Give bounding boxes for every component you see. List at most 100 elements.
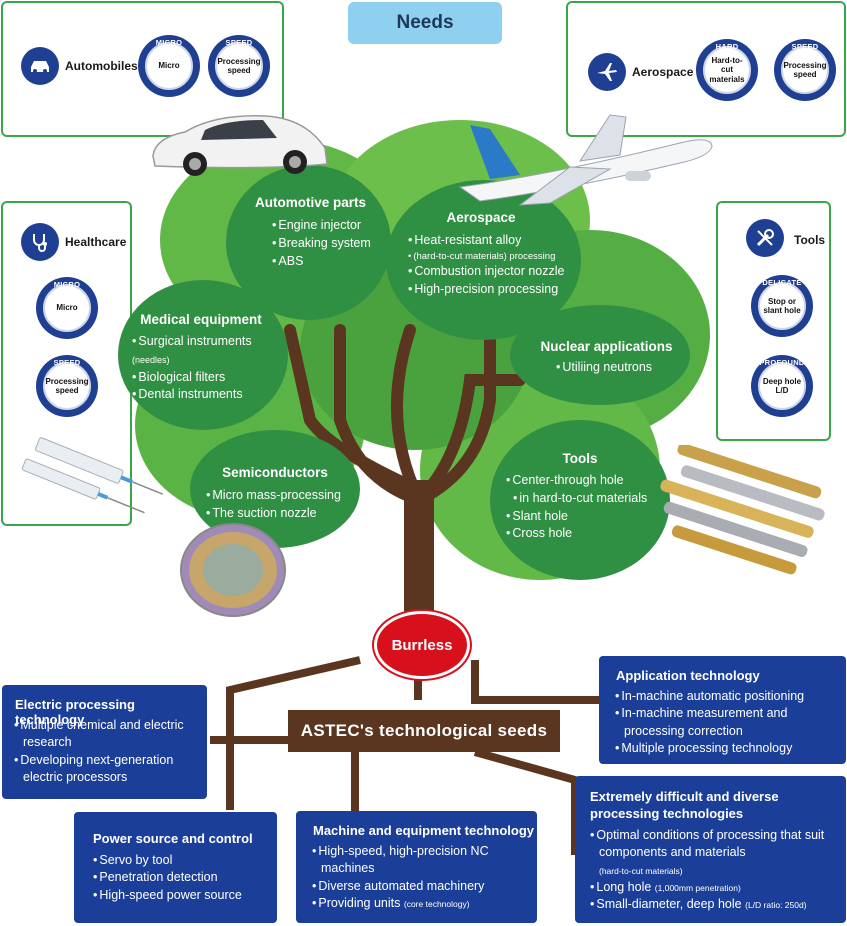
badge-tag: MICRO: [53, 280, 81, 289]
badge-text: Micro: [145, 42, 193, 90]
speed-badge: SPEED Processing speed: [36, 355, 98, 417]
box-item: Multiple chemical and electric research: [14, 717, 200, 752]
tools-frame: Tools DELICATE Stop or slant hole PROFOU…: [716, 201, 831, 441]
box-item: In-machine automatic positioning: [615, 688, 840, 705]
box-title-line2: processing technologies: [590, 806, 744, 821]
item-note: (L/D ratio: 250d): [745, 900, 807, 910]
badge-text: Processing speed: [781, 46, 829, 94]
badge-tag: DELICATE: [762, 278, 802, 287]
bubble-item: Center-through hole: [506, 472, 647, 490]
box-machine-equipment: Machine and equipment technology High-sp…: [296, 811, 537, 923]
badge-tag: HARD: [715, 42, 739, 51]
speed-badge: SPEED Processing speed: [774, 39, 836, 101]
profound-badge: PROFOUND Deep hole L/D: [751, 355, 813, 417]
badge-text: Hard-to-cut materials: [703, 46, 751, 94]
aerospace-frame: Aerospace HARD Hard-to-cut materials SPE…: [566, 1, 846, 137]
badge-text: Processing speed: [43, 362, 91, 410]
box-item: High-speed, high-precision NC machines: [312, 843, 528, 878]
badge-text: Processing speed: [215, 42, 263, 90]
bubble-item: Combustion injector nozzle: [408, 263, 564, 281]
bubble-item: Dental instruments: [132, 386, 288, 404]
hard-badge: HARD Hard-to-cut materials: [696, 39, 758, 101]
item-text: Providing units: [318, 895, 401, 910]
item-text: Surgical instruments: [138, 334, 252, 348]
box-title: Application technology: [616, 668, 760, 683]
box-item: Diverse automated machinery: [312, 878, 528, 895]
bubble-medical: Medical equipment Surgical instruments (…: [118, 280, 288, 430]
box-item: High-speed power source: [93, 887, 241, 904]
micro-badge: MICRO Micro: [36, 277, 98, 339]
badge-tag: SPEED: [791, 42, 819, 51]
badge-tag: MICRO: [155, 38, 183, 47]
box-electric-processing: Electric processing technology Multiple …: [2, 685, 207, 799]
tools-icon: [746, 219, 784, 257]
wafer-image: [180, 523, 286, 617]
badge-text: Stop or slant hole: [758, 282, 806, 330]
bubble-item: The suction nozzle: [206, 505, 341, 523]
bubble-title: Automotive parts: [254, 195, 366, 210]
box-title-line1: Extremely difficult and diverse: [590, 789, 779, 804]
box-item: Servo by tool: [93, 852, 242, 869]
bubble-title: Nuclear applications: [540, 339, 673, 354]
syringes-image: [21, 437, 164, 514]
bubble-tools: Tools Center-through hole in hard-to-cut…: [490, 420, 670, 580]
box-item: Long hole (1,000mm penetration): [590, 879, 842, 896]
box-title: Power source and control: [93, 831, 253, 846]
bubble-item: Engine injector: [272, 217, 371, 235]
box-application: Application technology In-machine automa…: [599, 656, 846, 764]
needs-label: Needs: [396, 12, 454, 33]
bubble-title: Medical equipment: [140, 312, 262, 327]
bubble-item: ABS: [272, 253, 371, 271]
item-note: (needles): [132, 354, 170, 365]
tools-label: Tools: [794, 233, 826, 247]
bubble-item: High-precision processing: [408, 281, 564, 299]
bubble-title: Aerospace: [446, 210, 516, 225]
badge-tag: PROFOUND: [759, 358, 805, 367]
bubble-title: Tools: [562, 451, 598, 466]
item-text: Optimal conditions of processing that su…: [596, 828, 825, 860]
automobiles-label: Automobiles: [65, 59, 138, 73]
burrless-badge: Burrless: [374, 611, 470, 679]
box-item: Multiple processing technology: [615, 740, 840, 757]
box-item: Developing next-generation electric proc…: [14, 752, 200, 787]
bubble-item: Slant hole: [506, 508, 647, 526]
speed-badge: SPEED Processing speed: [208, 35, 270, 97]
bubble-item: Breaking system: [272, 235, 370, 253]
bubble-item: Micro mass-processing: [206, 487, 341, 505]
healthcare-label: Healthcare: [65, 235, 127, 249]
bubble-title: Semiconductors: [222, 465, 328, 480]
bubble-item: Utiliing neutrons: [556, 359, 652, 377]
bubble-item: Surgical instruments (needles): [132, 333, 288, 369]
item-note: (hard-to-cut materials): [599, 865, 683, 876]
seeds-label: ASTEC's technological seeds: [300, 721, 548, 740]
bubble-item: (hard-to-cut materials) processing: [408, 250, 564, 263]
badge-text: Micro: [43, 284, 91, 332]
drill-bits-image: [660, 445, 825, 575]
delicate-badge: DELICATE Stop or slant hole: [751, 275, 813, 337]
box-title: Machine and equipment technology: [313, 823, 535, 838]
bubble-item: in hard-to-cut materials: [506, 490, 647, 508]
badge-tag: SPEED: [225, 38, 253, 47]
bubble-aerospace: Aerospace Heat-resistant alloy (hard-to-…: [386, 180, 581, 340]
box-item: Providing units (core technology): [312, 895, 528, 912]
item-note: (core technology): [403, 898, 470, 909]
bubble-nuclear: Nuclear applications Utiliing neutrons: [510, 305, 690, 405]
item-text: Long hole: [596, 879, 652, 894]
box-item: In-machine measurement and processing co…: [615, 705, 840, 740]
car-icon: [21, 47, 59, 85]
bubble-item: Cross hole: [506, 525, 647, 543]
micro-badge: MICRO Micro: [138, 35, 200, 97]
car-image: [152, 115, 328, 176]
needs-header: Needs: [348, 2, 502, 44]
box-item: Small-diameter, deep hole (L/D ratio: 25…: [590, 896, 842, 913]
item-note: (1,000mm penetration): [654, 882, 741, 893]
item-text: Small-diameter, deep hole: [596, 897, 742, 911]
automobiles-frame: Automobiles MICRO Micro SPEED Processing…: [1, 1, 284, 137]
badge-text: Deep hole L/D: [758, 362, 806, 410]
burrless-label: Burrless: [391, 636, 453, 654]
box-power-source: Power source and control Servo by tool P…: [74, 812, 277, 923]
seeds-banner: ASTEC's technological seeds: [288, 710, 560, 752]
airplane-image: [458, 114, 713, 206]
airplane-icon: [588, 53, 626, 91]
